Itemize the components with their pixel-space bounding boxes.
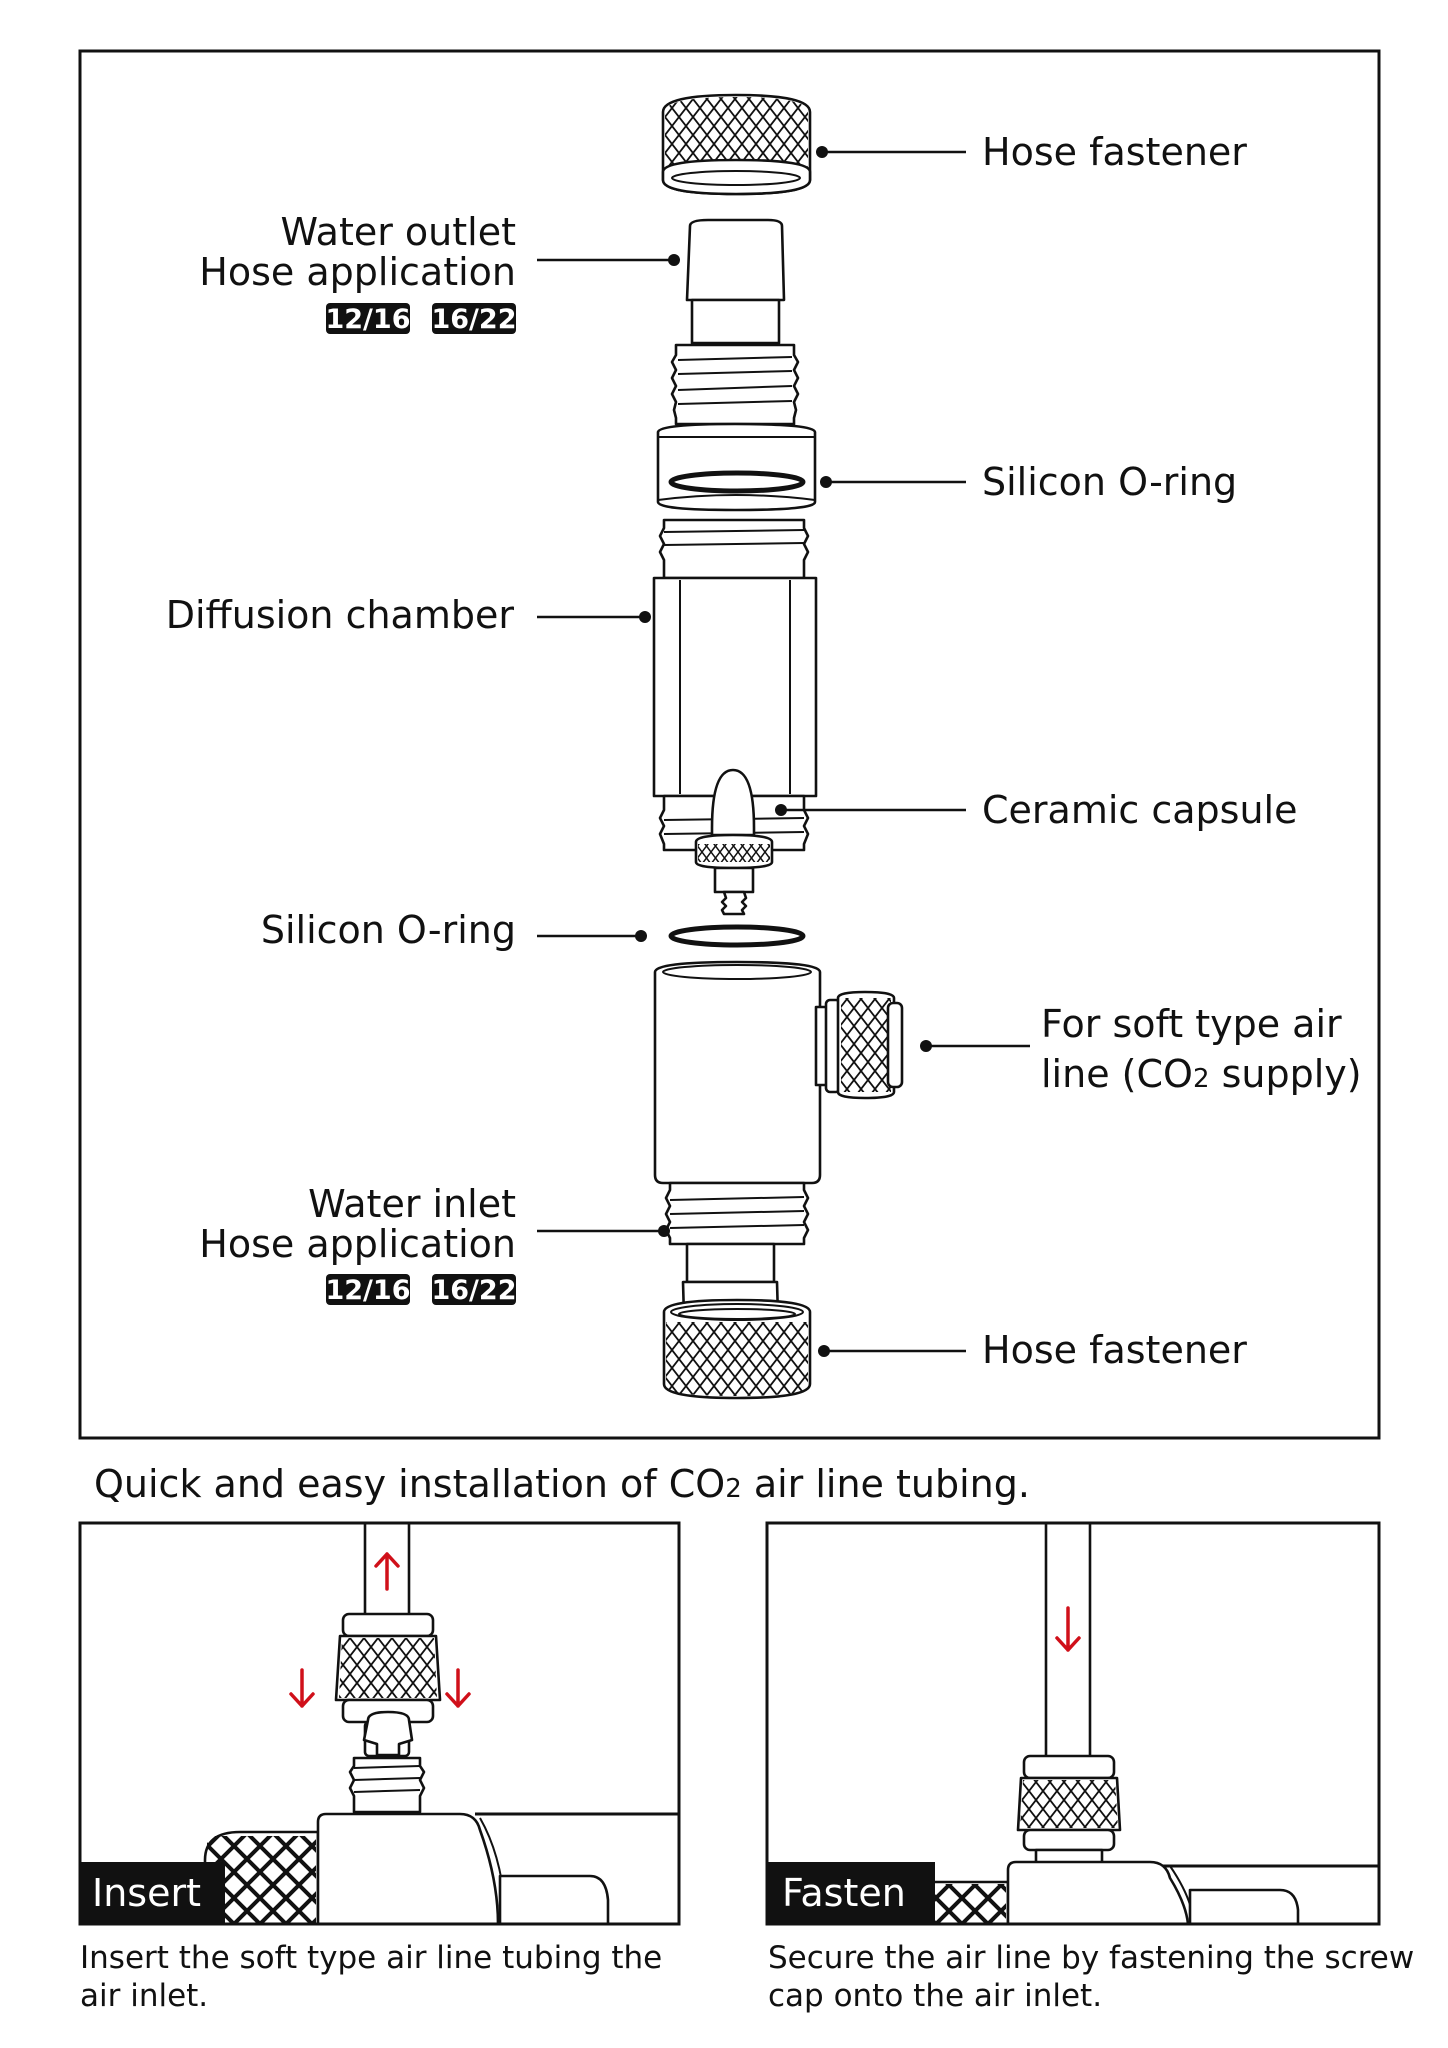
badge-outlet-12-16: 12/16	[325, 303, 411, 335]
svg-text:16/22: 16/22	[431, 304, 516, 335]
label-water-outlet: Water outlet	[281, 210, 516, 254]
insert-panel: Insert	[78, 1521, 681, 1926]
badge-outlet-16-22: 16/22	[431, 303, 517, 335]
fasten-tag-label: Fasten	[782, 1871, 906, 1915]
svg-text:12/16: 12/16	[325, 304, 410, 335]
fasten-caption-line1: Secure the air line by fastening the scr…	[768, 1940, 1414, 1976]
fasten-caption-line2: cap onto the air inlet.	[768, 1978, 1102, 2014]
arrow-down-icon	[1055, 1606, 1081, 1652]
diffusion-chamber-part	[652, 518, 818, 852]
arrow-down-icon	[289, 1668, 315, 1708]
badge-inlet-12-16: 12/16	[325, 1274, 411, 1306]
hose-fastener-top-part	[661, 93, 812, 196]
silicon-oring-bottom-part	[668, 924, 806, 948]
label-ceramic-capsule: Ceramic capsule	[982, 788, 1298, 832]
svg-text:12/16: 12/16	[325, 1275, 410, 1306]
hose-fastener-bottom-part	[662, 1298, 812, 1400]
label-air-line-line1: For soft type air	[1041, 1002, 1342, 1046]
insert-tag	[80, 1862, 225, 1924]
label-diffusion-chamber: Diffusion chamber	[166, 593, 515, 637]
insert-caption-line1: Insert the soft type air line tubing the	[80, 1940, 662, 1976]
label-silicon-oring-top: Silicon O-ring	[982, 460, 1237, 504]
label-water-inlet-hose-application: Hose application	[199, 1222, 516, 1266]
svg-text:16/22: 16/22	[431, 1275, 516, 1306]
insert-caption-line2: air inlet.	[80, 1978, 208, 2014]
label-water-outlet-hose-application: Hose application	[199, 250, 516, 294]
water-outlet-nozzle-part	[656, 218, 817, 512]
installation-heading: Quick and easy installation of CO2 air l…	[94, 1462, 1030, 1506]
label-hose-fastener-top: Hose fastener	[982, 130, 1247, 174]
arrow-up-icon	[374, 1552, 400, 1591]
label-water-inlet: Water inlet	[308, 1182, 516, 1226]
ceramic-capsule-part	[694, 768, 774, 916]
insert-panel-frame	[78, 1521, 681, 1926]
insert-tag-label: Insert	[92, 1871, 201, 1915]
label-silicon-oring-bottom: Silicon O-ring	[261, 908, 516, 952]
silicon-oring-top-part	[668, 470, 806, 494]
fasten-panel-frame	[765, 1521, 1381, 1926]
badge-inlet-16-22: 16/22	[431, 1274, 517, 1306]
main-diagram-frame	[78, 49, 1381, 1440]
label-air-line-line2: line (CO2 supply)	[1041, 1052, 1362, 1096]
fasten-panel: Fasten	[765, 1521, 1381, 1926]
fasten-tag	[767, 1862, 935, 1924]
t-body-part	[653, 960, 904, 1364]
label-hose-fastener-bottom: Hose fastener	[982, 1328, 1247, 1372]
arrow-down-icon	[445, 1668, 471, 1708]
